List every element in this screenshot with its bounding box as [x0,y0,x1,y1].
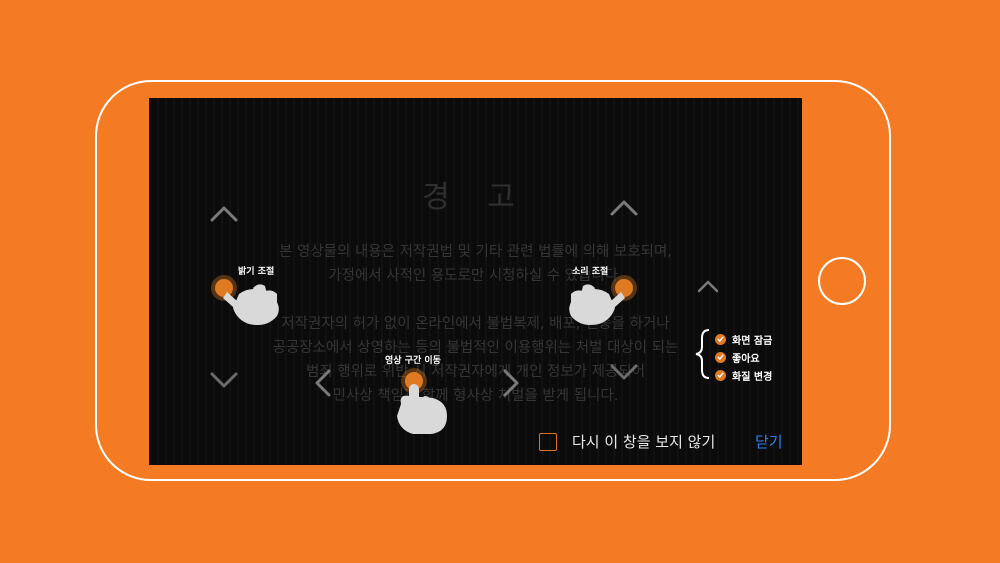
warning-line: 저작권자의 허가 없이 온라인에서 불법복제, 배포, 전송을 하거나 [281,316,670,332]
dont-show-label: 다시 이 창을 보지 않기 [572,433,716,451]
dont-show-checkbox[interactable] [539,432,557,451]
screen-texture [149,98,802,465]
hand-pointer-icon [569,284,625,325]
volume-arrows [610,200,638,380]
feature-item-screen-lock: 화면 잠금 [715,330,772,348]
seek-touch [397,368,447,434]
feature-label: 화면 잠금 [732,335,773,347]
gesture-guide [210,200,719,434]
home-button[interactable] [818,257,866,305]
warning-line: 공공장소에서 상영하는 등의 불법적인 이용행위는 처벌 대상이 되는 [272,340,679,356]
video-screen: 경 고 본 영상물의 내용은 저작권법 및 기타 관련 법률에 의해 보호되며,… [149,98,802,465]
phone-frame [95,80,891,481]
warning-line: 본 영상물의 내용은 저작권법 및 기타 관련 법률에 의해 보호되며, [279,244,672,260]
seek-arrows [315,369,519,397]
brightness-touch [211,275,279,325]
check-icon [715,351,726,363]
check-icon [715,333,726,345]
warning-line: 가정에서 사적인 용도로만 시청하실 수 있습니다. [328,268,623,284]
feature-item-like: 좋아요 [715,348,772,366]
feature-arrow [697,280,719,328]
brightness-label: 밝기 조절 [238,267,275,277]
feature-label: 좋아요 [732,353,760,365]
feature-brace [695,329,710,379]
check-icon [715,369,726,381]
close-button[interactable]: 닫기 [755,433,783,451]
brightness-arrows [210,206,238,388]
dont-show-again[interactable]: 다시 이 창을 보지 않기 [539,431,715,452]
feature-label: 화질 변경 [732,371,773,383]
volume-label: 소리 조절 [572,267,609,277]
warning-line: 범죄 행위로 위반 시 저작권자에게 개인 정보가 제공되어 [305,364,646,380]
hand-pointer-icon [223,284,279,325]
warning-title: 경 고 [422,180,529,215]
hand-pointer-icon [397,384,447,434]
seek-label: 영상 구간 이동 [385,356,441,366]
volume-touch [569,275,637,325]
feature-list: 화면 잠금 좋아요 화질 변경 [715,330,772,384]
feature-item-quality: 화질 변경 [715,366,772,384]
